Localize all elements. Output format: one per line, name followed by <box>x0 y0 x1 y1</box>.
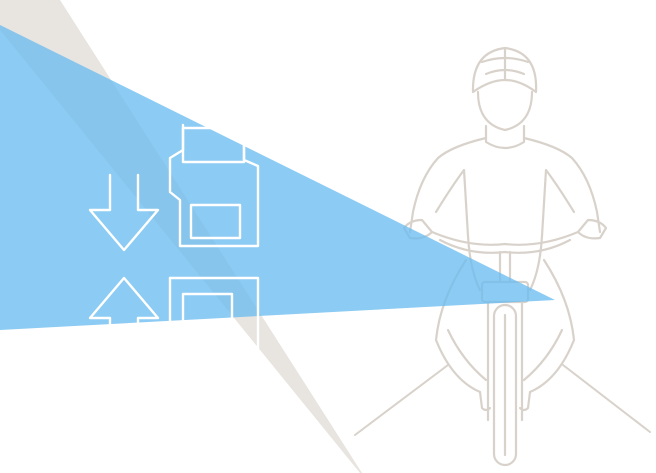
face <box>478 92 532 130</box>
handlebar <box>432 232 578 245</box>
torso <box>410 138 486 232</box>
road-edge-icon <box>355 365 650 435</box>
light-beam <box>0 25 555 330</box>
